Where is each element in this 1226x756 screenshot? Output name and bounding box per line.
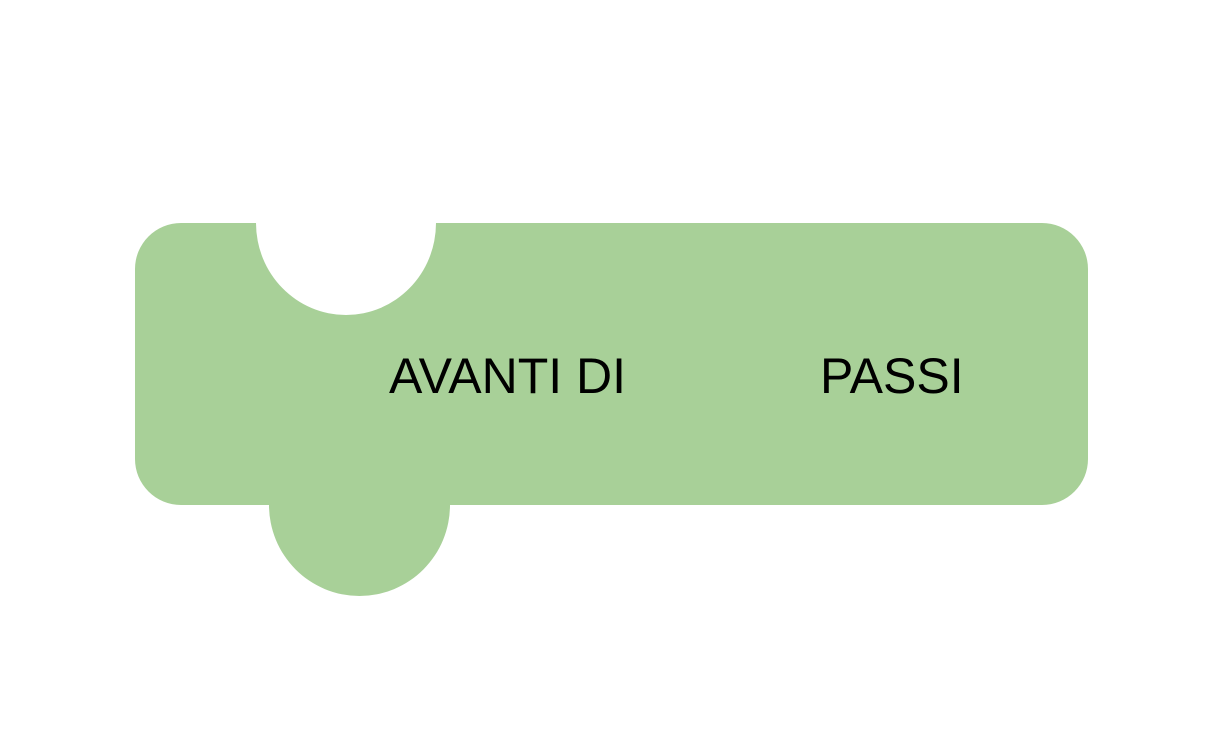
block-body[interactable]: [135, 223, 1088, 596]
block-label-before: AVANTI DI: [389, 348, 626, 404]
block-label-after: PASSI: [820, 348, 964, 404]
move-forward-block[interactable]: AVANTI DI PASSI: [135, 223, 1088, 596]
